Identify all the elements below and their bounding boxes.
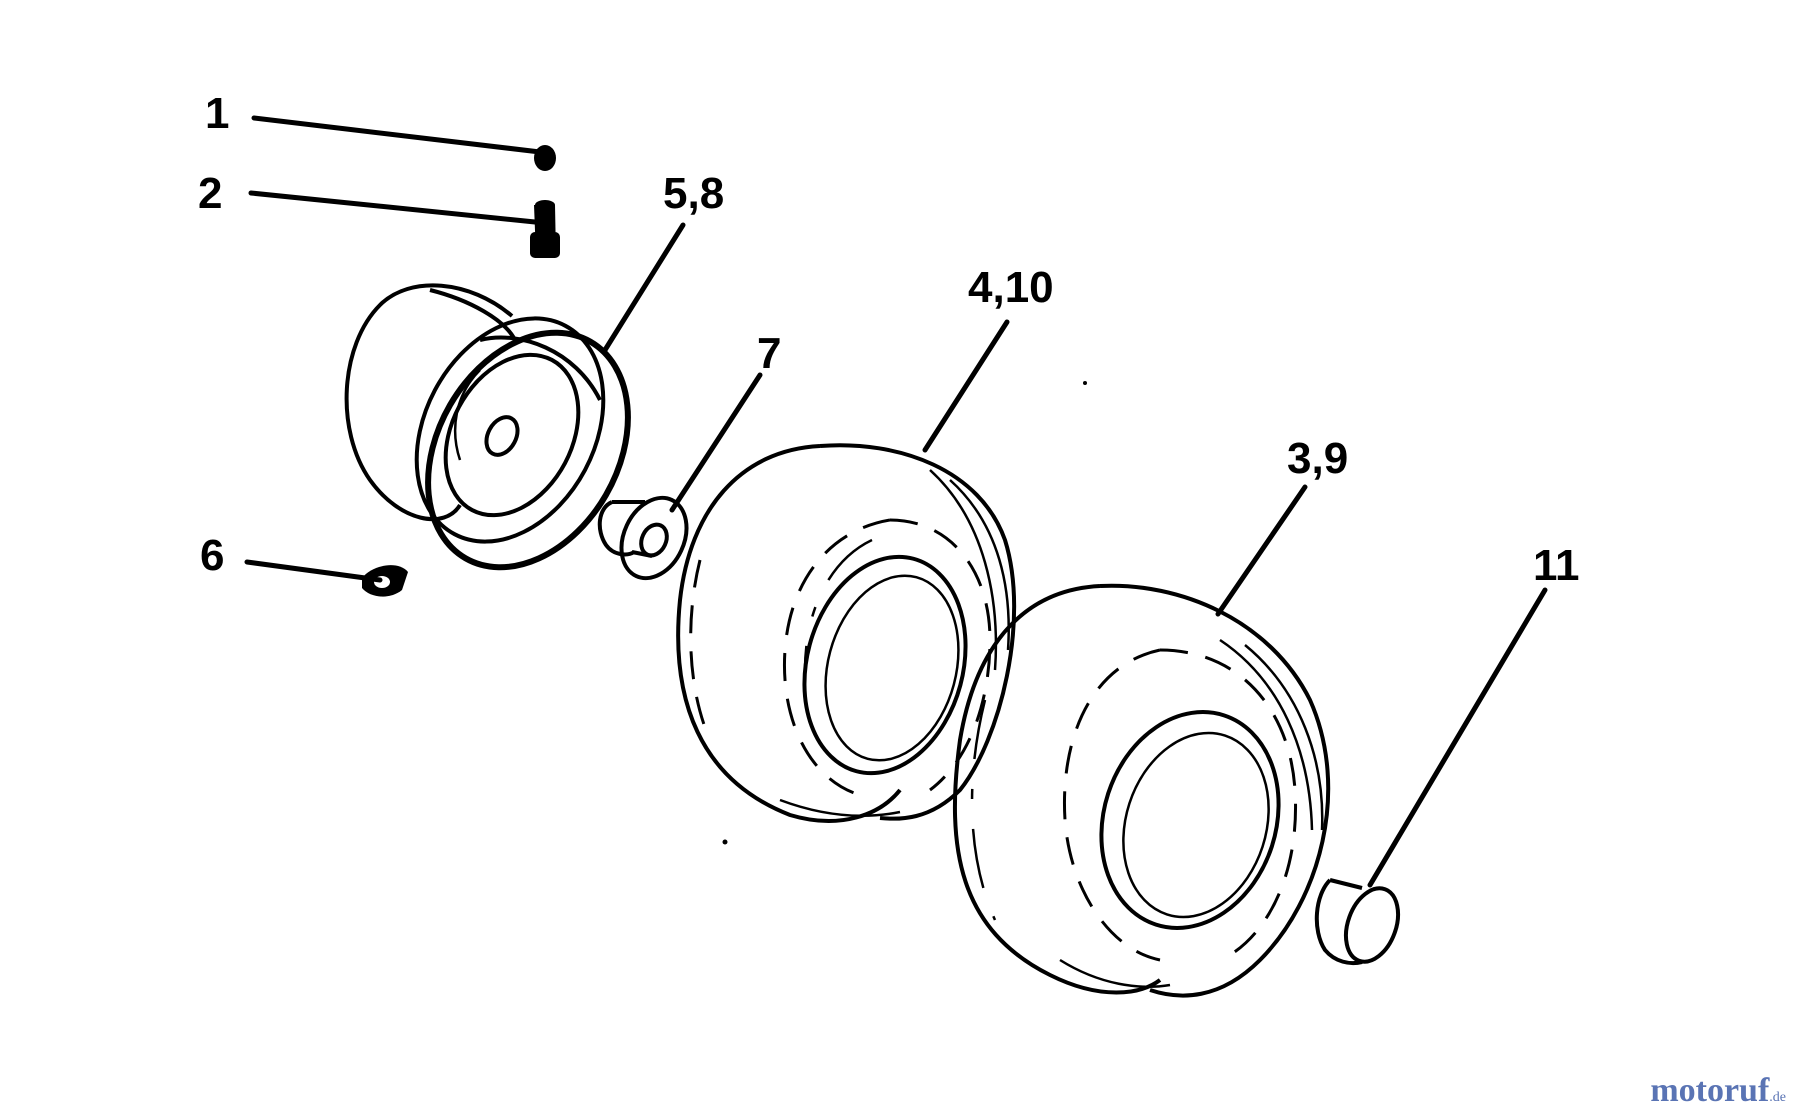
callout-4-10: 4,10 (968, 263, 1054, 312)
callout-11: 11 (1533, 541, 1580, 590)
part-7-bushing (597, 495, 689, 581)
tire-3-9 (952, 583, 1331, 998)
part-1-cap (534, 145, 556, 171)
watermark-name: motoruf (1650, 1072, 1770, 1109)
part-11-cap (1314, 878, 1401, 966)
callout-2: 2 (198, 169, 222, 218)
callout-3-9: 3,9 (1287, 434, 1348, 483)
callout-7: 7 (757, 329, 781, 378)
callout-labels: 1 2 5,8 7 4,10 3,9 6 11 (198, 89, 1580, 590)
callout-6: 6 (200, 531, 224, 580)
tire-4-10 (676, 443, 1017, 823)
watermark-logo: motoruf.de (1650, 1072, 1786, 1110)
leader-lines (244, 115, 1548, 888)
watermark-tld: .de (1769, 1090, 1786, 1105)
callout-1: 1 (205, 89, 229, 138)
callout-5-8: 5,8 (663, 169, 724, 218)
wheel-rim (344, 283, 631, 571)
part-2-valve-stem (530, 200, 560, 258)
part-6-bolt (362, 565, 408, 597)
